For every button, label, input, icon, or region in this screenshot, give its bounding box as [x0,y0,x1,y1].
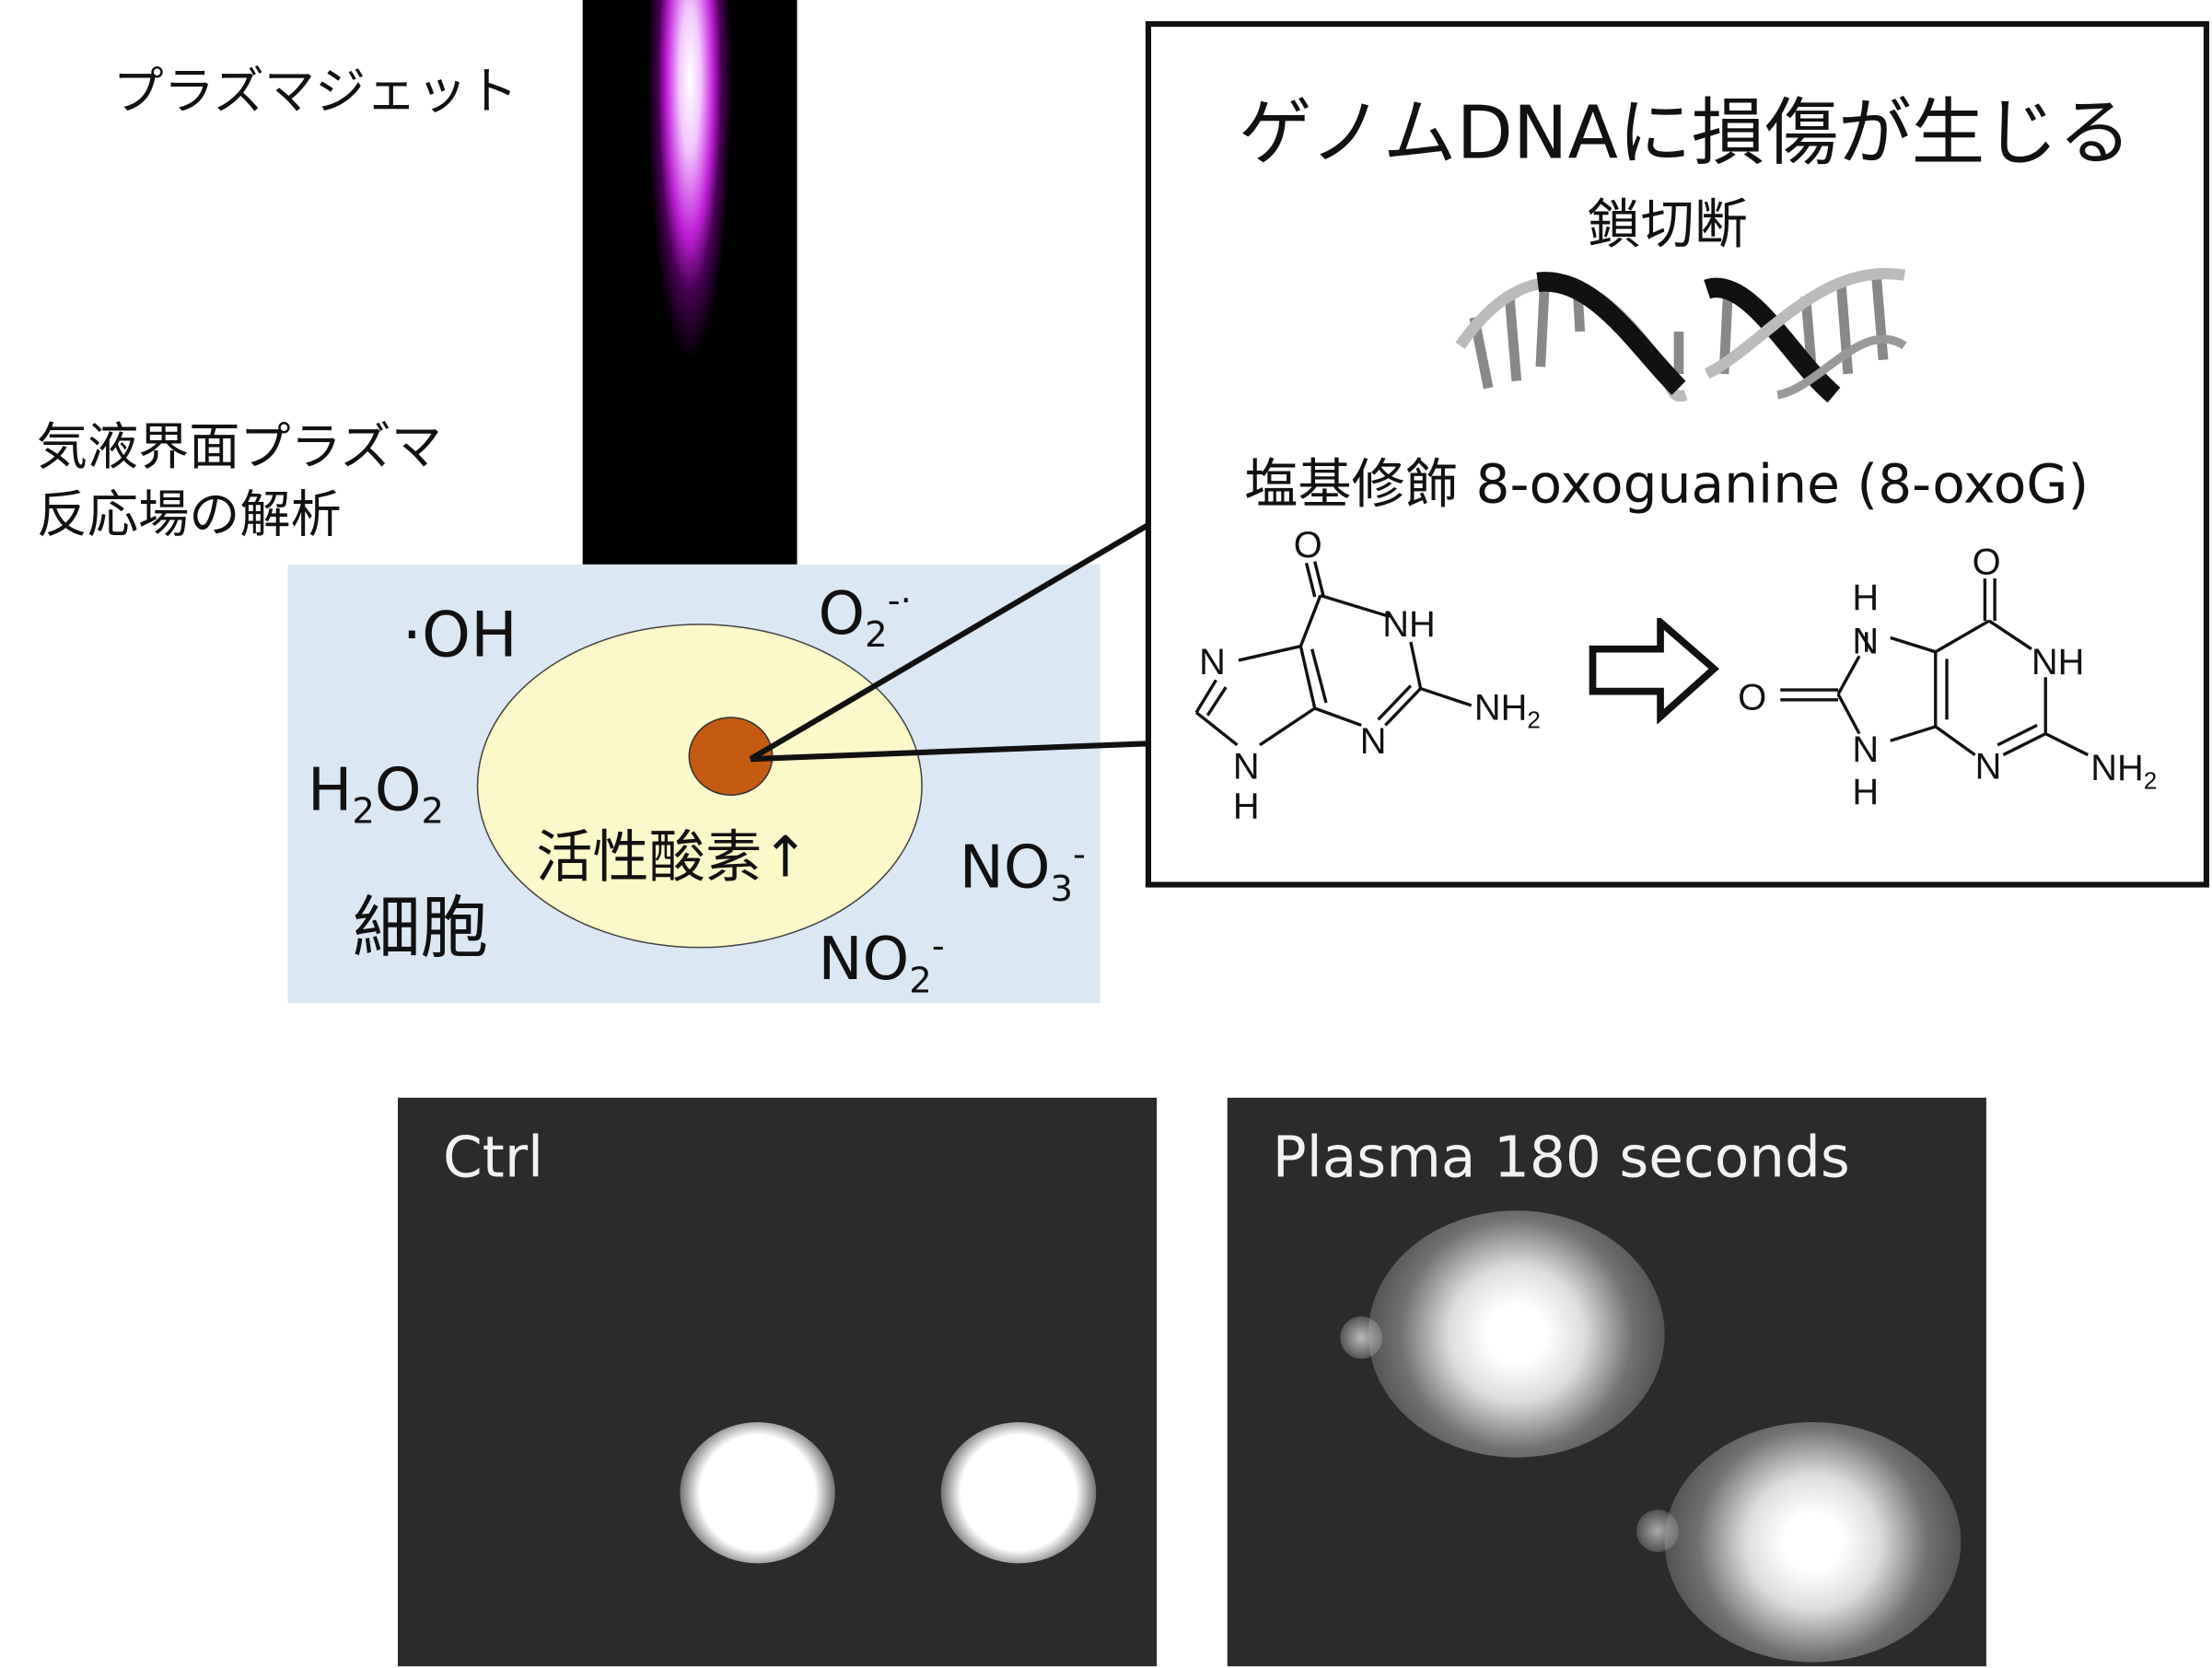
plasma-comet-2-tail [1636,1510,1679,1553]
species-nitrite: NO2- [818,924,945,1001]
cell-shape [476,624,923,949]
interface-label-line2: 反応場の解析 [36,486,342,545]
svg-text:H: H [1233,787,1260,827]
dna-helix-icon [1455,267,1907,403]
conversion-arrow-icon [1589,617,1720,724]
plasma-comet-1 [1368,1210,1665,1458]
strand-break-label: 鎖切断 [1587,192,1749,256]
svg-text:N: N [1852,621,1879,661]
interface-label-line1: 気液界面プラズマ [36,418,442,477]
ctrl-comet-image: Ctrl [397,1097,1158,1667]
cell-label: 細胞 [352,889,489,968]
svg-text:H: H [1852,772,1879,812]
svg-text:NH2: NH2 [1474,687,1541,733]
species-superoxide: O2-· [818,578,912,656]
ros-label: 活性酸素↑ [536,825,809,891]
svg-text:NH2: NH2 [2090,748,2157,794]
svg-text:NH: NH [2032,642,2085,682]
plasma-comet-1-tail [1340,1316,1383,1359]
plasma-label: Plasma 180 seconds [1272,1126,1850,1191]
svg-text:O: O [1973,542,2001,582]
plasma-jet-image [582,0,797,572]
callout-title: ゲノムDNAに損傷が生じる [1239,91,2132,177]
species-oh: ·OH [402,600,518,672]
ctrl-nucleus-2 [940,1422,1097,1564]
svg-text:N: N [1233,747,1260,787]
ctrl-label: Ctrl [443,1126,544,1191]
svg-text:H: H [1852,577,1879,618]
svg-text:NH: NH [1382,604,1436,645]
plasma-comet-2 [1664,1422,1962,1662]
species-nitrate: NO3- [959,832,1086,910]
svg-text:O: O [1738,678,1766,718]
svg-text:O: O [1294,525,1322,566]
species-h2o2: H2O2 [307,754,445,832]
plasma-jet-label: プラズマジェット [112,63,518,122]
ctrl-nucleus-1 [680,1422,835,1564]
plasma-comet-image: Plasma 180 seconds [1227,1097,1986,1667]
svg-text:N: N [1852,729,1879,770]
dna-damage-callout [1145,20,2209,888]
base-modification-label: 塩基修飾 8-oxoguanine (8-oxoG) [1244,452,2090,516]
svg-text:N: N [1199,642,1226,682]
svg-text:N: N [1975,747,2002,787]
svg-text:N: N [1360,721,1387,762]
